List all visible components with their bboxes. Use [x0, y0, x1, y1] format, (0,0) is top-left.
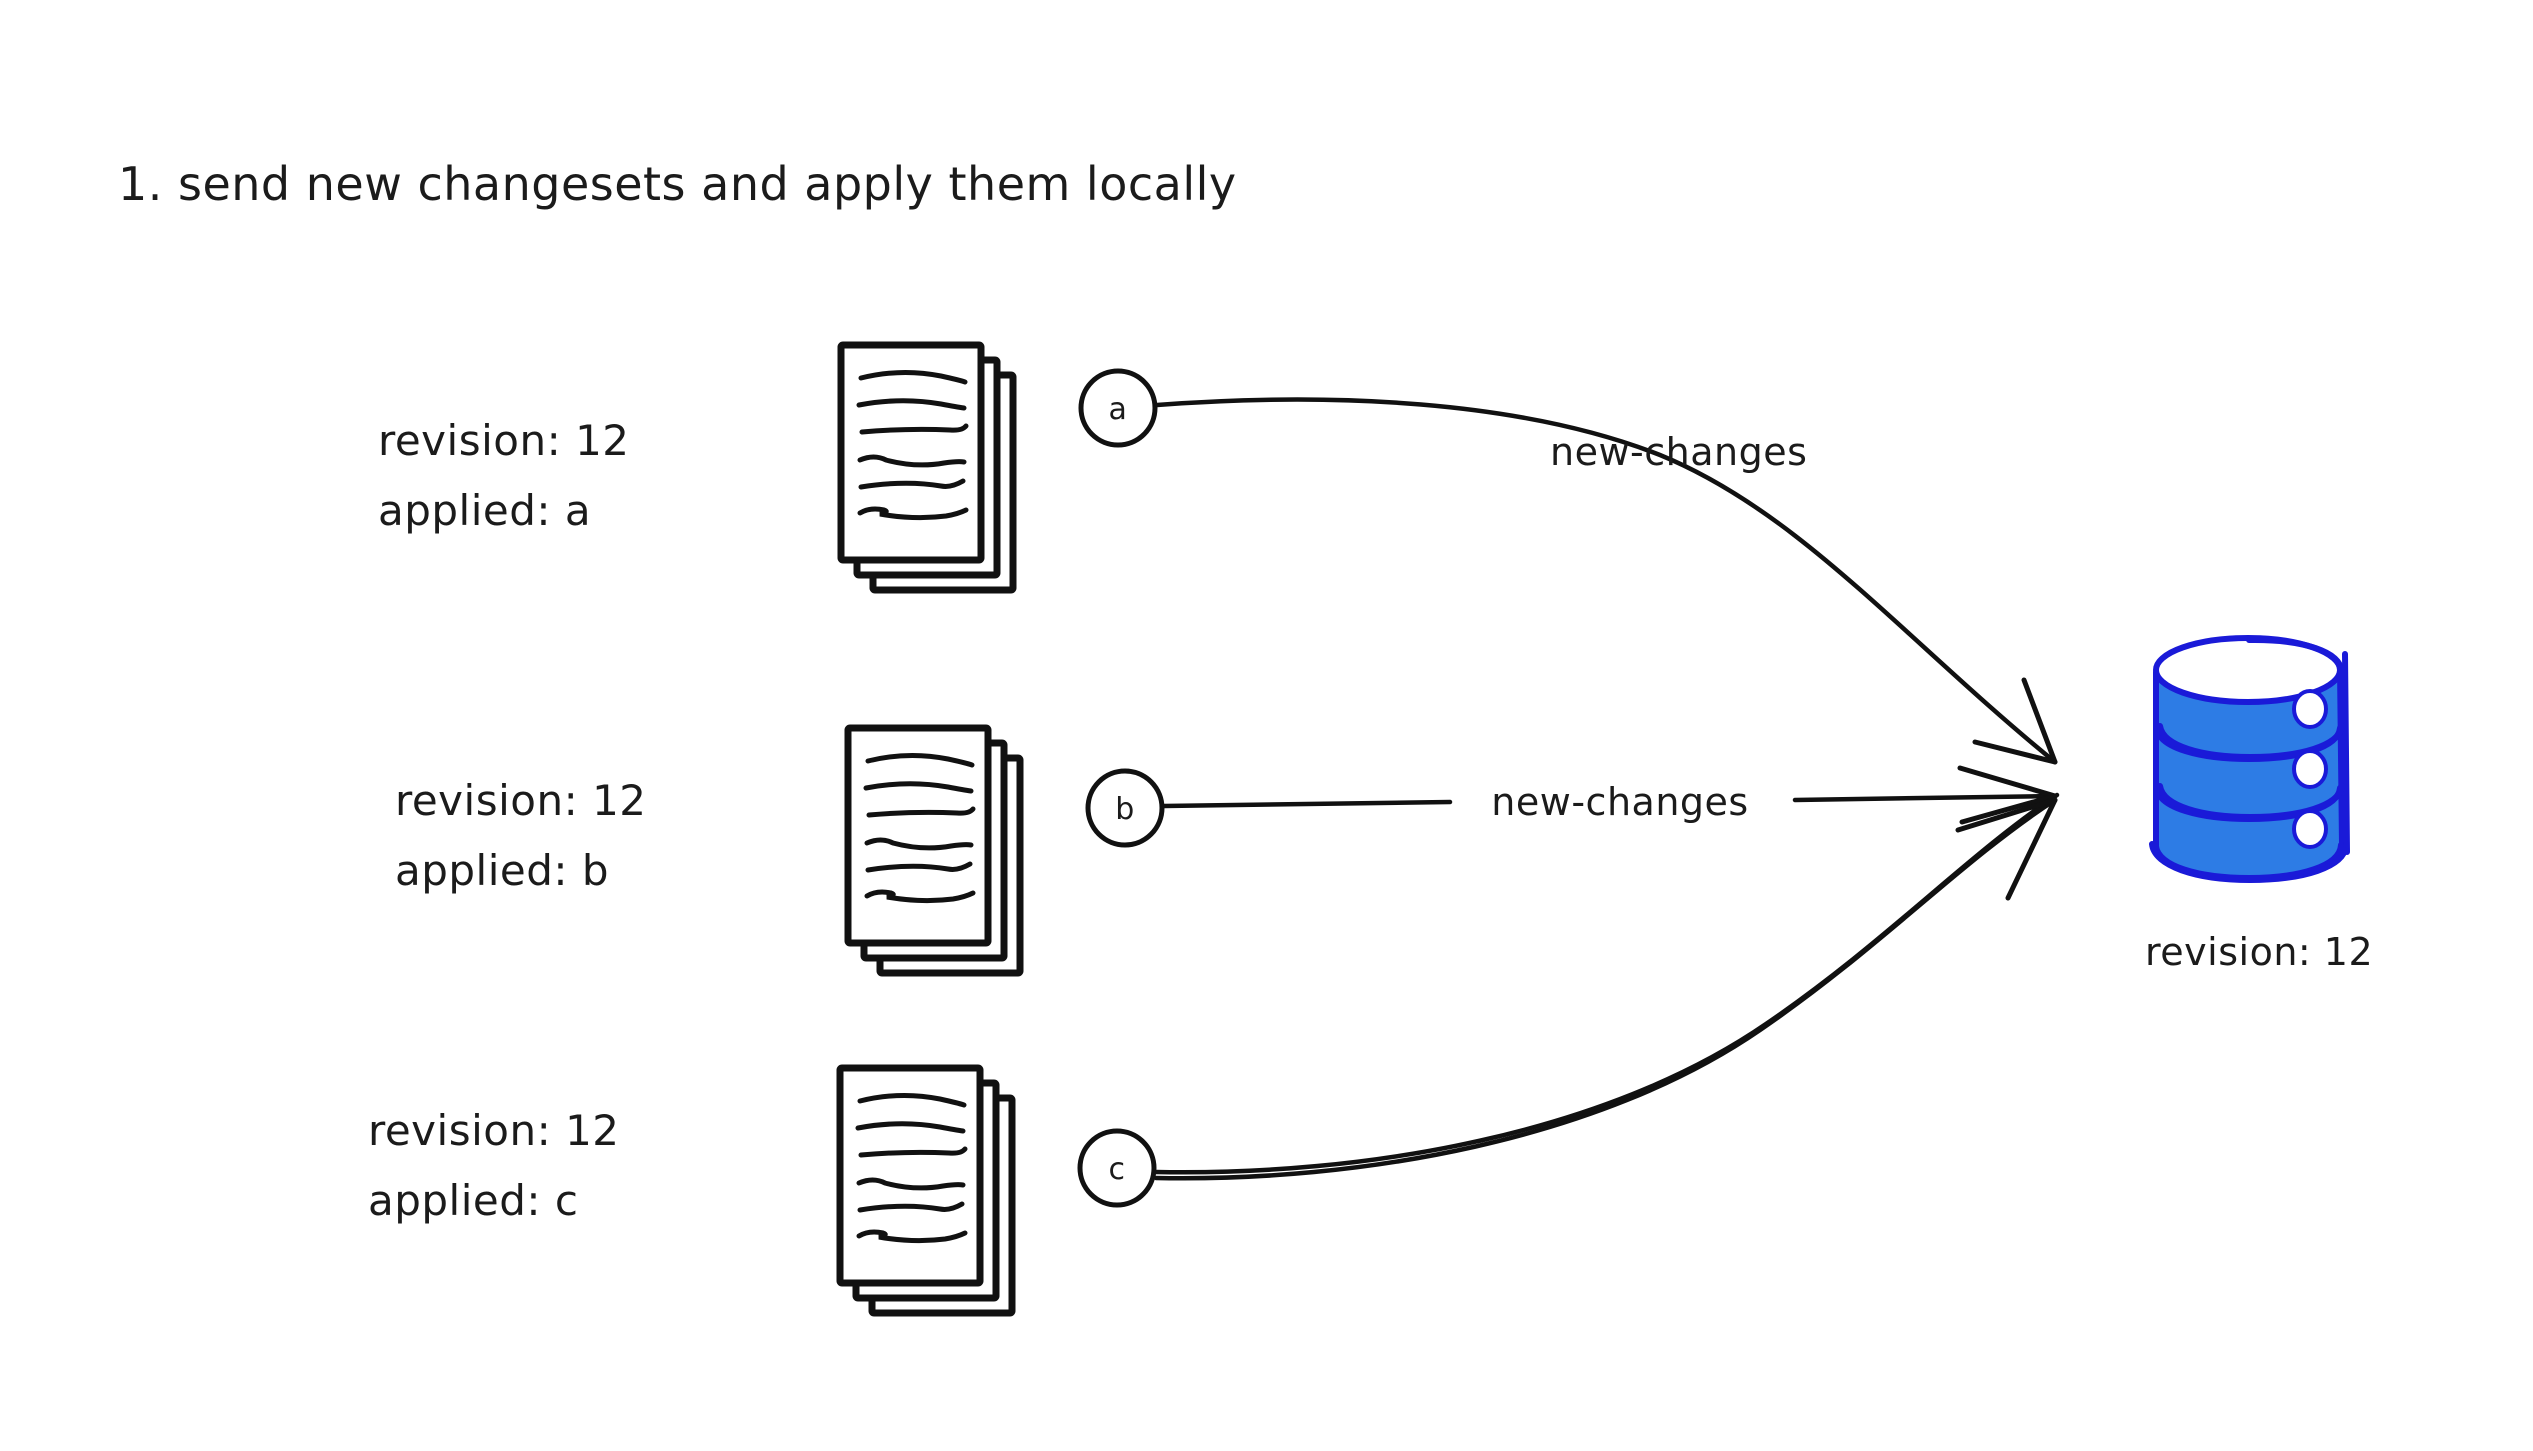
- db-indicator-lights: [2292, 689, 2328, 849]
- node-a-label: a: [1109, 392, 1128, 427]
- document-text-lines: [855, 1092, 968, 1244]
- node-c-label: c: [1109, 1152, 1126, 1187]
- edge-c-to-database: [1153, 792, 2060, 1181]
- edge-a-label: new-changes: [1550, 430, 1807, 474]
- document-stack-icon: [844, 724, 1024, 977]
- database-caption: revision: 12: [2145, 930, 2373, 974]
- db-outline: [2149, 635, 2350, 883]
- edge-b-label: new-changes: [1491, 780, 1748, 824]
- document-text-lines: [856, 369, 969, 521]
- row-a-applied-label: applied: a: [378, 486, 591, 535]
- row-c-applied-label: applied: c: [368, 1176, 579, 1225]
- node-c[interactable]: c: [1077, 1128, 1157, 1208]
- edge-b-to-database: [1161, 765, 2058, 825]
- document-stack-icon: [836, 1064, 1016, 1317]
- row-a-revision-label: revision: 12: [378, 416, 630, 465]
- document-stack-icon: [837, 341, 1017, 594]
- row-c: revision: 12 applied: c c: [368, 792, 2060, 1317]
- row-a: revision: 12 applied: a a: [378, 341, 2058, 765]
- edge-a-to-database: [1154, 397, 2058, 765]
- row-b-revision-label: revision: 12: [395, 776, 647, 825]
- row-c-revision-label: revision: 12: [368, 1106, 620, 1155]
- db-lid-fill: [2156, 638, 2340, 702]
- document-text-lines: [863, 752, 976, 904]
- row-b: revision: 12 applied: b b: [395, 724, 2058, 977]
- row-b-applied-label: applied: b: [395, 846, 609, 895]
- node-b-label: b: [1115, 792, 1135, 827]
- database-cylinder-icon[interactable]: [2149, 635, 2350, 883]
- node-b[interactable]: b: [1085, 768, 1165, 848]
- page-title: 1. send new changesets and apply them lo…: [118, 157, 1237, 211]
- node-a[interactable]: a: [1078, 368, 1158, 448]
